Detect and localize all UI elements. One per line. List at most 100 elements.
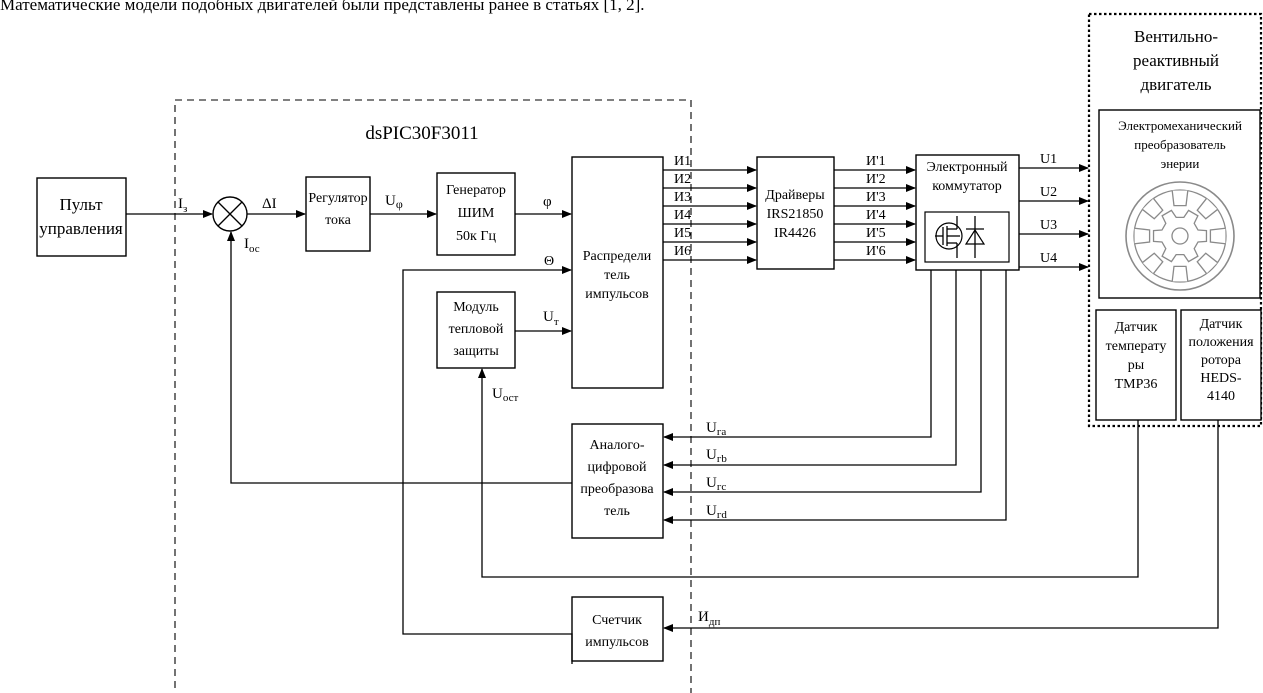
drivers-block <box>756 156 835 270</box>
phase-output-label: U4 <box>1040 251 1057 266</box>
pulse-counter-block <box>571 596 664 662</box>
intro-text: Математические модели подобных двигателе… <box>0 0 645 14</box>
temp-sensor-line: ры <box>1128 358 1145 373</box>
pulse-counter-line: Счетчик <box>592 613 642 628</box>
drivers-line: IR4426 <box>774 226 816 241</box>
pwm-generator-line: 50к Гц <box>456 229 496 244</box>
current-regulator-block <box>305 176 371 252</box>
driver-output-label: И'3 <box>866 190 886 205</box>
adc-in-label-c: Uгc <box>706 475 726 493</box>
adc-in-main: U <box>706 420 717 436</box>
pwm-generator-line: Генератор <box>446 183 506 198</box>
position-sensor-block <box>1180 309 1262 421</box>
u-phi-sub: φ <box>396 197 403 211</box>
pulse-distributor-line: тель <box>604 268 630 283</box>
remote-control-line: Пульт <box>59 195 103 214</box>
current-regulator-line: Регулятор <box>308 191 367 206</box>
driver-output-label: И'2 <box>866 172 886 187</box>
temp-sensor-line: TMP36 <box>1115 377 1158 392</box>
motor-boundary <box>1087 12 1263 428</box>
u-ost-label: Uост <box>492 386 519 404</box>
u-phi-main: U <box>385 193 396 209</box>
thermal-protection-line: Модуль <box>453 300 499 315</box>
adc-in-main: U <box>706 475 717 491</box>
motor-title-line: реактивный <box>1133 51 1219 70</box>
current-feedback-line <box>227 231 572 484</box>
em-converter-line: энерии <box>1161 156 1200 171</box>
phase-output-label: U3 <box>1040 218 1057 233</box>
thermal-protection-line: защиты <box>453 344 499 359</box>
thermal-protection-line: тепловой <box>449 322 504 337</box>
mcu-boundary <box>174 99 692 693</box>
phase-output-label: U1 <box>1040 152 1057 167</box>
adc-in-line-d <box>663 270 1007 524</box>
drivers-line: IRS21850 <box>767 207 824 222</box>
pulse-distributor-line: импульсов <box>585 287 649 302</box>
distributor-output-label: И4 <box>674 208 691 223</box>
adc-line: цифровой <box>587 460 647 475</box>
adc-in-line-c <box>663 270 982 496</box>
drivers-line: Драйверы <box>765 188 825 203</box>
motor-cross-section-icon <box>1125 181 1235 291</box>
i-dp-sub: дп <box>709 616 721 628</box>
adc-in-main: U <box>706 503 717 519</box>
theta-line <box>402 266 573 664</box>
remote-control-line: управления <box>39 219 123 238</box>
position-sensor-line: Датчик <box>1200 317 1243 332</box>
adc-in-line-b <box>663 270 957 469</box>
i-fb-sub: ос <box>249 243 260 255</box>
motor-title: Вентильно- реактивный двигатель <box>1133 27 1219 94</box>
adc-block <box>571 423 664 539</box>
adc-in-label-b: Uгb <box>706 447 727 465</box>
thermal-protection-block <box>436 291 516 369</box>
phase-output-label: U2 <box>1040 185 1057 200</box>
theta-label: Θ <box>544 254 554 269</box>
phi-label: φ <box>543 194 552 210</box>
pwm-generator-line: ШИМ <box>458 206 495 221</box>
adc-in-sub: гc <box>717 481 727 493</box>
adc-in-label-d: Uгd <box>706 503 727 521</box>
adc-in-sub: га <box>717 426 727 438</box>
u-t-main: U <box>543 309 554 325</box>
temp-sensor-line: температу <box>1106 339 1167 354</box>
adc-line: тель <box>604 504 630 519</box>
remote-control-block <box>36 177 127 257</box>
position-sensor-line: HEDS- <box>1200 371 1242 386</box>
temp-sensor-block <box>1095 309 1177 421</box>
adc-in-sub: гb <box>717 453 728 465</box>
pulse-counter-line: импульсов <box>585 635 649 650</box>
adc-line: Аналого- <box>590 438 645 453</box>
driver-output-label: И'4 <box>866 208 886 223</box>
em-converter-line: преобразователь <box>1134 137 1226 152</box>
u-ost-sub: ост <box>503 392 519 404</box>
i-fb-label: Iос <box>244 236 260 255</box>
commutator-line: коммутатор <box>932 179 1002 194</box>
adc-in-label-a: Uга <box>706 420 726 438</box>
i-set-sub: з <box>183 203 187 215</box>
motor-title-line: Вентильно- <box>1134 27 1218 46</box>
i-set-label: Iз <box>178 196 187 215</box>
position-feedback-line <box>663 420 1219 632</box>
pulse-distributor-block <box>571 156 664 389</box>
u-ost-main: U <box>492 386 503 402</box>
i-set-main: I <box>178 196 183 212</box>
u-t-label: Uт <box>543 309 559 328</box>
adc-in-sub: гd <box>717 509 728 521</box>
u-t-sub: т <box>554 316 559 328</box>
adc-in-main: U <box>706 447 717 463</box>
delta-i-label: ΔI <box>262 196 277 212</box>
commutator-line: Электронный <box>926 160 1008 175</box>
i-dp-main: И <box>698 609 709 625</box>
u-phi-label: Uφ <box>385 193 403 211</box>
adc-line: преобразова <box>580 482 654 497</box>
position-sensor-line: ротора <box>1201 353 1242 368</box>
distributor-output-label: И3 <box>674 190 691 205</box>
distributor-output-label: И5 <box>674 226 691 241</box>
distributor-output-label: И1 <box>674 154 691 169</box>
position-sensor-line: 4140 <box>1207 389 1235 404</box>
mcu-label: dsPIC30F3011 <box>365 123 478 144</box>
driver-output-label: И'6 <box>866 244 886 259</box>
motor-title-line: двигатель <box>1140 75 1211 94</box>
